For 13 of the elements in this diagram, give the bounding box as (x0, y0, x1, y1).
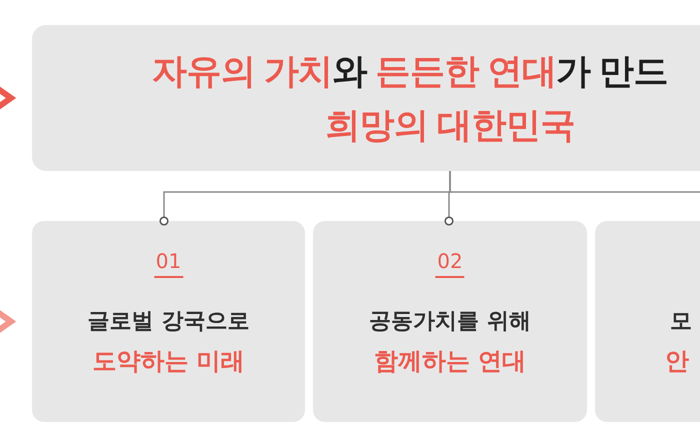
step-number: 02 (435, 249, 465, 278)
card-text: 모 (670, 308, 692, 336)
card-highlight-text: 도약하는 미래 (92, 346, 245, 376)
card-highlight-text: 안 (665, 346, 689, 376)
step-card (32, 221, 305, 422)
step-card (595, 221, 700, 422)
step-number: 01 (154, 249, 184, 278)
card-text: 글로벌 강국으로 (88, 308, 250, 336)
title-text: 자유의 가치와 든든한 연대가 만드 희망의 대한민국 (152, 51, 669, 148)
card-highlight-text: 함께하는 연대 (374, 346, 526, 376)
title-box (32, 25, 700, 171)
card-text: 공동가치를 위해 (369, 308, 531, 336)
step-card (313, 221, 587, 422)
